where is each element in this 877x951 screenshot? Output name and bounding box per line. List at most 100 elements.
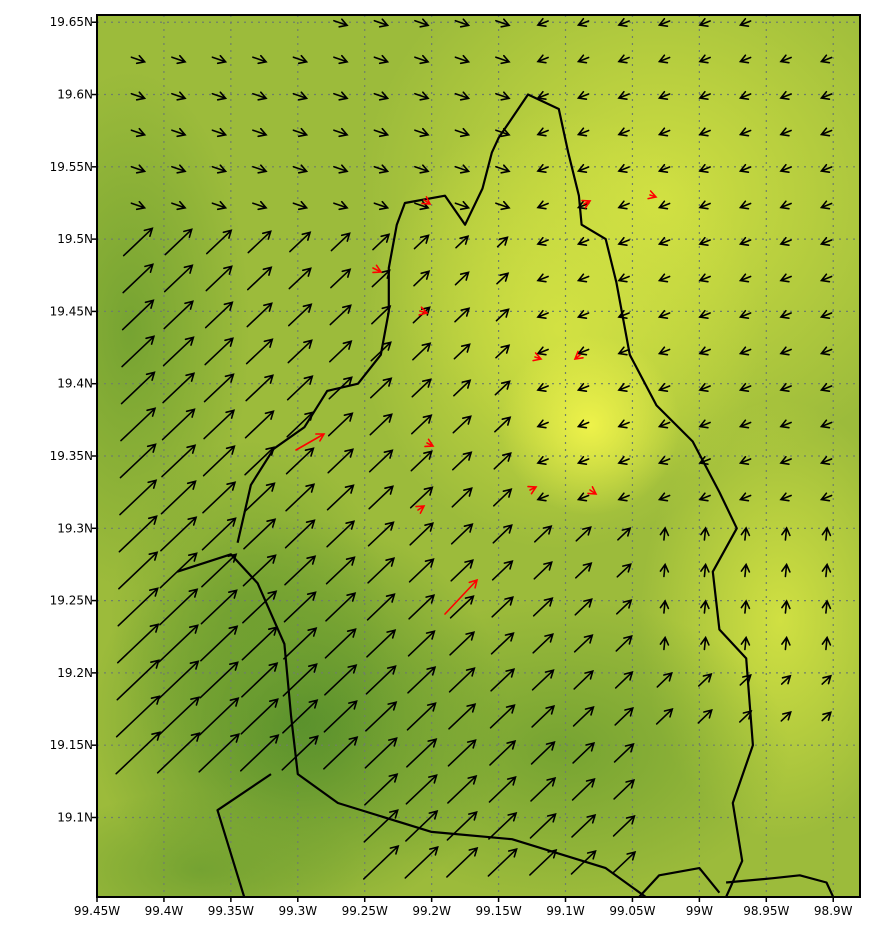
wind-arrow (738, 273, 752, 283)
wind-arrow (529, 848, 558, 876)
y-tick-label: 19.5N (57, 232, 93, 246)
wind-arrow (292, 127, 309, 138)
wind-arrow (819, 273, 833, 283)
wind-arrow (614, 706, 634, 726)
wind-arrow (779, 200, 792, 210)
wind-arrow (365, 665, 397, 695)
wind-arrow (740, 635, 751, 651)
wind-arrow (779, 273, 792, 283)
wind-arrow (333, 200, 349, 211)
wind-arrow (821, 635, 832, 651)
wind-arrow (780, 674, 792, 685)
wind-arrow (779, 54, 792, 64)
wind-arrow (292, 91, 309, 101)
boundary-lines (176, 93, 835, 897)
wind-arrow (659, 599, 670, 614)
wind-arrow (698, 492, 711, 502)
wind-arrow (211, 54, 228, 65)
wind-arrow (576, 90, 590, 100)
wind-arrow (283, 591, 317, 623)
wind-arrow (324, 664, 358, 696)
wind-arrow (406, 702, 437, 731)
wind-arrow (647, 190, 658, 200)
wind-arrow (576, 382, 590, 392)
wind-arrow (326, 520, 356, 548)
wind-arrow (495, 91, 511, 101)
wind-arrow (447, 739, 477, 767)
wind-arrow (198, 733, 240, 773)
wind-arrow (532, 633, 554, 654)
wind-arrow (404, 845, 439, 879)
wind-arrow (247, 266, 273, 291)
wind-arrow (819, 346, 833, 356)
wind-arrow (615, 634, 633, 652)
wind-arrow (243, 482, 276, 513)
wind-arrow (576, 236, 590, 246)
wind-arrow (738, 346, 752, 356)
wind-arrow (698, 672, 713, 687)
wind-arrow (414, 18, 430, 28)
wind-arrow (130, 54, 147, 65)
wind-arrow (819, 127, 833, 137)
wind-arrow (738, 236, 752, 246)
wind-arrow (454, 91, 471, 101)
wind-arrow (202, 445, 236, 477)
wind-arrow (534, 525, 553, 543)
wind-arrow (576, 273, 590, 283)
wind-arrow (657, 492, 671, 502)
wind-arrow (617, 419, 630, 429)
wind-arrow (171, 54, 187, 65)
wind-arrow (617, 455, 630, 465)
wind-arrow (700, 562, 710, 578)
wind-arrow (252, 164, 268, 174)
wind-arrow (244, 446, 276, 476)
wind-arrow (617, 90, 630, 100)
wind-arrow (454, 127, 471, 138)
wind-arrow (581, 199, 592, 209)
wind-arrow (370, 377, 393, 399)
wind-arrow (738, 455, 752, 465)
wind-arrow (206, 229, 233, 255)
wind-arrow (655, 707, 674, 725)
wind-arrow (284, 555, 317, 586)
wind-arrow (573, 634, 594, 653)
wind-arrow (657, 17, 671, 27)
wind-arrow (575, 562, 593, 579)
wind-arrow (573, 350, 584, 360)
wind-arrow (576, 492, 590, 502)
wind-arrow (738, 200, 752, 210)
wind-arrow (161, 444, 197, 478)
wind-arrow (164, 228, 193, 256)
x-tick-label: 99.25W (342, 904, 388, 918)
wind-arrow (779, 236, 792, 246)
wind-arrow (657, 309, 671, 319)
wind-arrow (488, 775, 517, 803)
wind-arrow (657, 419, 671, 429)
wind-arrow (536, 382, 549, 392)
x-tick-label: 99.15W (475, 904, 521, 918)
wind-arrow (490, 632, 515, 655)
wind-arrow (286, 375, 314, 401)
wind-arrow (532, 352, 543, 362)
wind-arrow (617, 346, 630, 356)
wind-arrow (819, 382, 833, 392)
x-tick-label: 99.45W (74, 904, 120, 918)
wind-arrow (156, 732, 201, 774)
boundary-line (725, 874, 835, 897)
wind-arrow (536, 492, 549, 502)
wind-arrow (330, 268, 352, 289)
wind-arrow (424, 438, 435, 448)
wind-arrow (531, 669, 555, 691)
wind-arrow (412, 342, 432, 361)
wind-arrow (444, 578, 479, 615)
wind-arrow (327, 448, 354, 474)
wind-arrow (201, 517, 237, 551)
wind-arrow (406, 738, 438, 768)
wind-arrow (657, 127, 671, 137)
boundary-line (216, 773, 272, 897)
wind-arrow (200, 625, 239, 662)
wind-arrow (575, 526, 592, 542)
wind-arrow (118, 551, 159, 590)
wind-arrow (529, 812, 557, 839)
wind-arrow (453, 343, 471, 360)
